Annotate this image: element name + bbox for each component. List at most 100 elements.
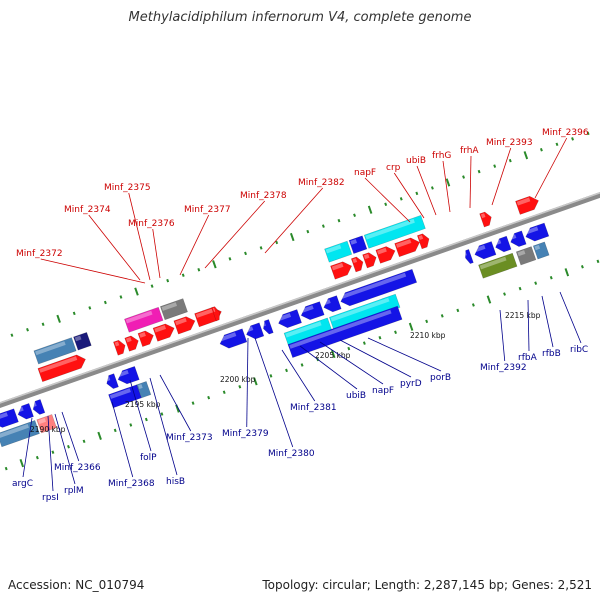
minor-tick — [534, 281, 538, 285]
upper-gene-label: Minf_2382 — [298, 178, 345, 188]
gene-2392 — [474, 241, 497, 260]
upper-leader — [152, 228, 161, 279]
gene-2371-shine — [114, 341, 120, 347]
lower-leader — [319, 341, 384, 385]
minor-tick — [119, 295, 123, 299]
minor-tick — [35, 455, 39, 460]
major-tick — [523, 151, 529, 160]
gene-cyan1 — [324, 240, 353, 263]
lower-leader — [559, 291, 582, 344]
gene-2366p — [36, 414, 57, 434]
minor-tick — [129, 423, 133, 427]
gene-ubiB-u-shine — [363, 253, 370, 260]
gene-blue-u1 — [348, 235, 368, 254]
gene-2380 — [246, 322, 265, 340]
gene-hisB — [117, 366, 140, 385]
lower-leader — [299, 345, 358, 390]
lower-gene-label: napF — [372, 386, 394, 396]
gene-2368 — [37, 354, 86, 383]
gene-2367 — [73, 331, 92, 351]
minor-tick — [88, 306, 92, 310]
minor-tick — [181, 273, 185, 277]
gene-2380s — [263, 319, 274, 335]
gene-napF — [330, 261, 353, 280]
gene-ubiB-shine — [300, 305, 314, 314]
gene-grey-l — [515, 246, 537, 266]
gene-porB-edge — [287, 305, 403, 358]
minor-tick — [539, 148, 543, 152]
lower-gene-label: folP — [140, 453, 157, 463]
gene-2379s — [211, 306, 220, 322]
gene-rplM — [32, 399, 46, 415]
minor-tick — [353, 213, 356, 217]
minor-tick — [150, 284, 154, 288]
gene-2392s-shine — [464, 251, 467, 256]
minor-tick — [285, 368, 288, 373]
lower-leader — [541, 295, 554, 348]
upper-leader — [264, 187, 324, 254]
gene-olive — [478, 252, 518, 279]
gene-steel-l — [532, 241, 550, 260]
upper-gene-label: Minf_2374 — [64, 205, 111, 215]
gene-2371 — [113, 339, 126, 356]
minor-tick — [67, 445, 70, 449]
gene-ubiB-u — [362, 252, 377, 269]
upper-leader — [416, 165, 437, 216]
minor-tick — [399, 197, 403, 201]
gene-rfbB — [510, 230, 527, 247]
gene-rfbA-shine — [494, 239, 502, 246]
upper-leader — [393, 172, 425, 219]
gene-2373m-shine — [125, 310, 153, 324]
gene-folP — [106, 373, 119, 389]
upper-leader — [204, 200, 266, 269]
gene-2368b-shine — [109, 388, 131, 399]
gene-2396-shine — [480, 213, 486, 219]
upper-gene-label: Minf_2372 — [16, 249, 63, 259]
major-tick — [330, 349, 336, 359]
lower-leader — [499, 309, 506, 362]
gene-2377-shine — [195, 308, 214, 318]
gene-2375-shine — [154, 325, 166, 333]
minor-tick — [275, 240, 279, 245]
gene-frhA — [394, 237, 420, 258]
major-tick — [486, 295, 492, 304]
minor-tick — [477, 169, 481, 174]
gene-2368-shine — [39, 356, 78, 373]
lower-leader — [367, 337, 442, 372]
lower-leader — [22, 417, 33, 478]
gene-cyan-l1-shine — [285, 321, 322, 338]
gene-pyrD — [340, 268, 418, 307]
minor-tick — [571, 137, 574, 141]
gene-argC-shine — [0, 412, 8, 421]
minor-tick — [207, 395, 211, 400]
lower-leader — [111, 401, 134, 478]
lower-gene-label: rfbA — [518, 353, 538, 363]
gene-2366p-shine — [38, 418, 46, 425]
backbone-bar — [0, 158, 600, 442]
gene-porB-edge-shine — [289, 309, 392, 349]
upper-leader — [179, 214, 210, 276]
minor-tick — [269, 374, 273, 378]
gene-steel1-shine — [0, 423, 29, 438]
major-tick — [408, 322, 414, 331]
scale-label: 2200 kbp — [220, 375, 256, 384]
lower-leader — [246, 337, 249, 428]
minor-tick — [166, 278, 170, 283]
gene-cyan2 — [363, 214, 426, 249]
minor-tick — [144, 417, 148, 422]
lower-leader — [281, 349, 316, 402]
lower-gene-label: Minf_2379 — [222, 429, 269, 439]
gene-2380s-shine — [262, 321, 266, 327]
gene-2378g — [159, 298, 188, 321]
lower-gene-label: rpsI — [42, 493, 59, 503]
major-tick — [19, 459, 25, 468]
upper-gene-label: ubiB — [406, 156, 426, 166]
minor-tick — [244, 251, 247, 256]
gene-2380-shine — [245, 326, 254, 333]
minor-tick — [384, 202, 388, 207]
major-tick — [134, 287, 139, 296]
upper-gene-label: frhA — [460, 146, 479, 156]
minor-tick — [113, 428, 117, 433]
lower-gene-label: Minf_2373 — [166, 433, 213, 443]
gene-ubiB — [300, 301, 325, 321]
